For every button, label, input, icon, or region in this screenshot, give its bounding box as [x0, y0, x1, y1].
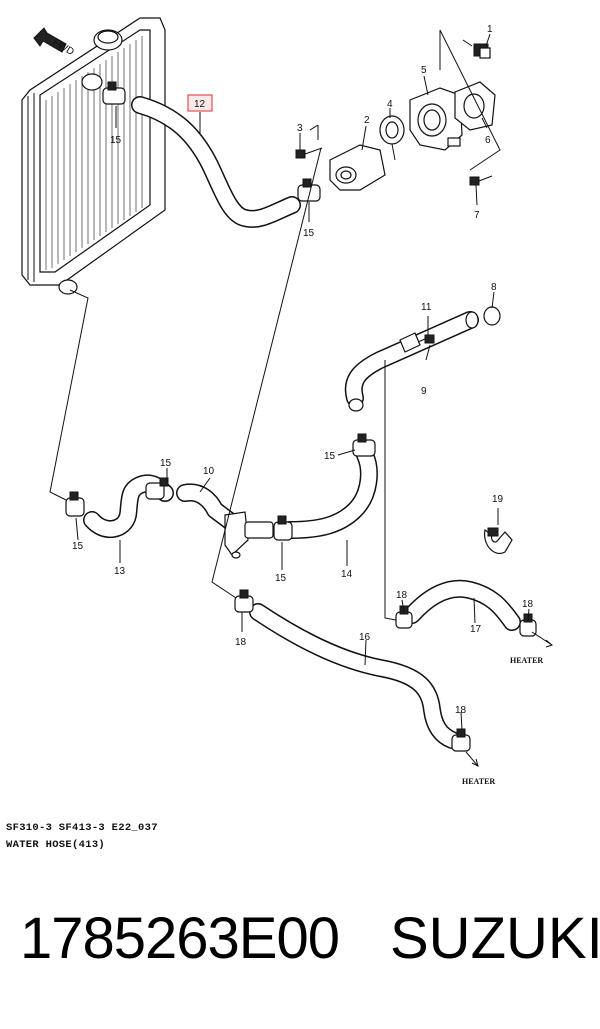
callout-15: 15	[72, 541, 84, 552]
callout-14: 14	[341, 569, 353, 580]
diagram-caption-code: SF310-3 SF413-3 E22_037	[6, 822, 158, 834]
callout-3: 3	[297, 123, 303, 134]
hose-clamp-icon	[352, 433, 376, 457]
highlighted-part-box	[187, 94, 213, 112]
thermostat	[379, 115, 405, 161]
gasket	[454, 81, 496, 131]
thermostat-case	[409, 87, 463, 151]
callout-18: 18	[235, 637, 247, 648]
hose-clamp-icon	[102, 81, 126, 105]
fwd-arrow-icon: FWD	[33, 27, 76, 58]
brand-name: SUZUKI	[390, 906, 600, 971]
thermostat-cover	[329, 144, 386, 191]
bypass-hose	[281, 446, 378, 539]
part-number: 1785263E00	[20, 906, 340, 971]
heater-inlet-hose	[249, 603, 461, 749]
callout-10: 10	[203, 466, 215, 477]
callout-5: 5	[421, 65, 427, 76]
water-pipe	[344, 311, 479, 412]
heater-label: HEATER	[462, 777, 495, 786]
product-footer: 1785263E00 SUZUKI	[0, 905, 600, 995]
callout-11: 11	[421, 302, 432, 313]
hose-clamp-icon	[451, 728, 471, 752]
callout-16: 16	[359, 632, 371, 643]
callout-12: 12	[194, 99, 206, 110]
radiator	[21, 17, 166, 295]
hose-clamp-icon	[65, 491, 85, 517]
callout-15: 15	[275, 573, 287, 584]
callout-13: 13	[114, 566, 126, 577]
water-hose-diagram: FWD	[6, 17, 554, 851]
callout-18: 18	[522, 599, 534, 610]
callout-15: 15	[303, 228, 315, 239]
callout-1: 1	[487, 24, 493, 35]
heater-label: HEATER	[510, 656, 543, 665]
callout-15: 15	[324, 451, 336, 462]
hose-clamp-icon	[145, 477, 169, 500]
callout-2: 2	[364, 115, 370, 126]
callout-9: 9	[421, 386, 427, 397]
upper-radiator-hose	[131, 96, 301, 228]
hose-clamp-icon	[273, 515, 293, 541]
diagram-caption-title: WATER HOSE(413)	[6, 839, 105, 851]
o-ring-icon	[483, 306, 501, 326]
hose-clamp-icon	[297, 178, 321, 202]
callout-19: 19	[492, 494, 504, 505]
fwd-label: FWD	[51, 37, 76, 58]
bolt-icon	[417, 334, 435, 344]
callout-18: 18	[396, 590, 408, 601]
callout-6: 6	[485, 135, 491, 146]
temperature-sensor-icon	[462, 39, 491, 59]
callout-4: 4	[387, 99, 393, 110]
heater-outlet-hose	[403, 579, 521, 631]
leader-lines	[49, 33, 554, 767]
callout-17: 17	[470, 624, 482, 635]
callout-18: 18	[455, 705, 467, 716]
hose-clamp-icon	[234, 589, 254, 613]
bolt-icon	[469, 175, 493, 186]
callout-15: 15	[160, 458, 172, 469]
water-inlet-pipe	[176, 483, 274, 559]
callout-numbers: 12 1 2 3 4 5 6 7 8 9 10 11 13 14 15 15 1…	[72, 24, 534, 716]
callout-7: 7	[474, 210, 480, 221]
callout-8: 8	[491, 282, 497, 293]
callout-15: 15	[110, 135, 122, 146]
hose-clip-icon	[483, 527, 513, 554]
